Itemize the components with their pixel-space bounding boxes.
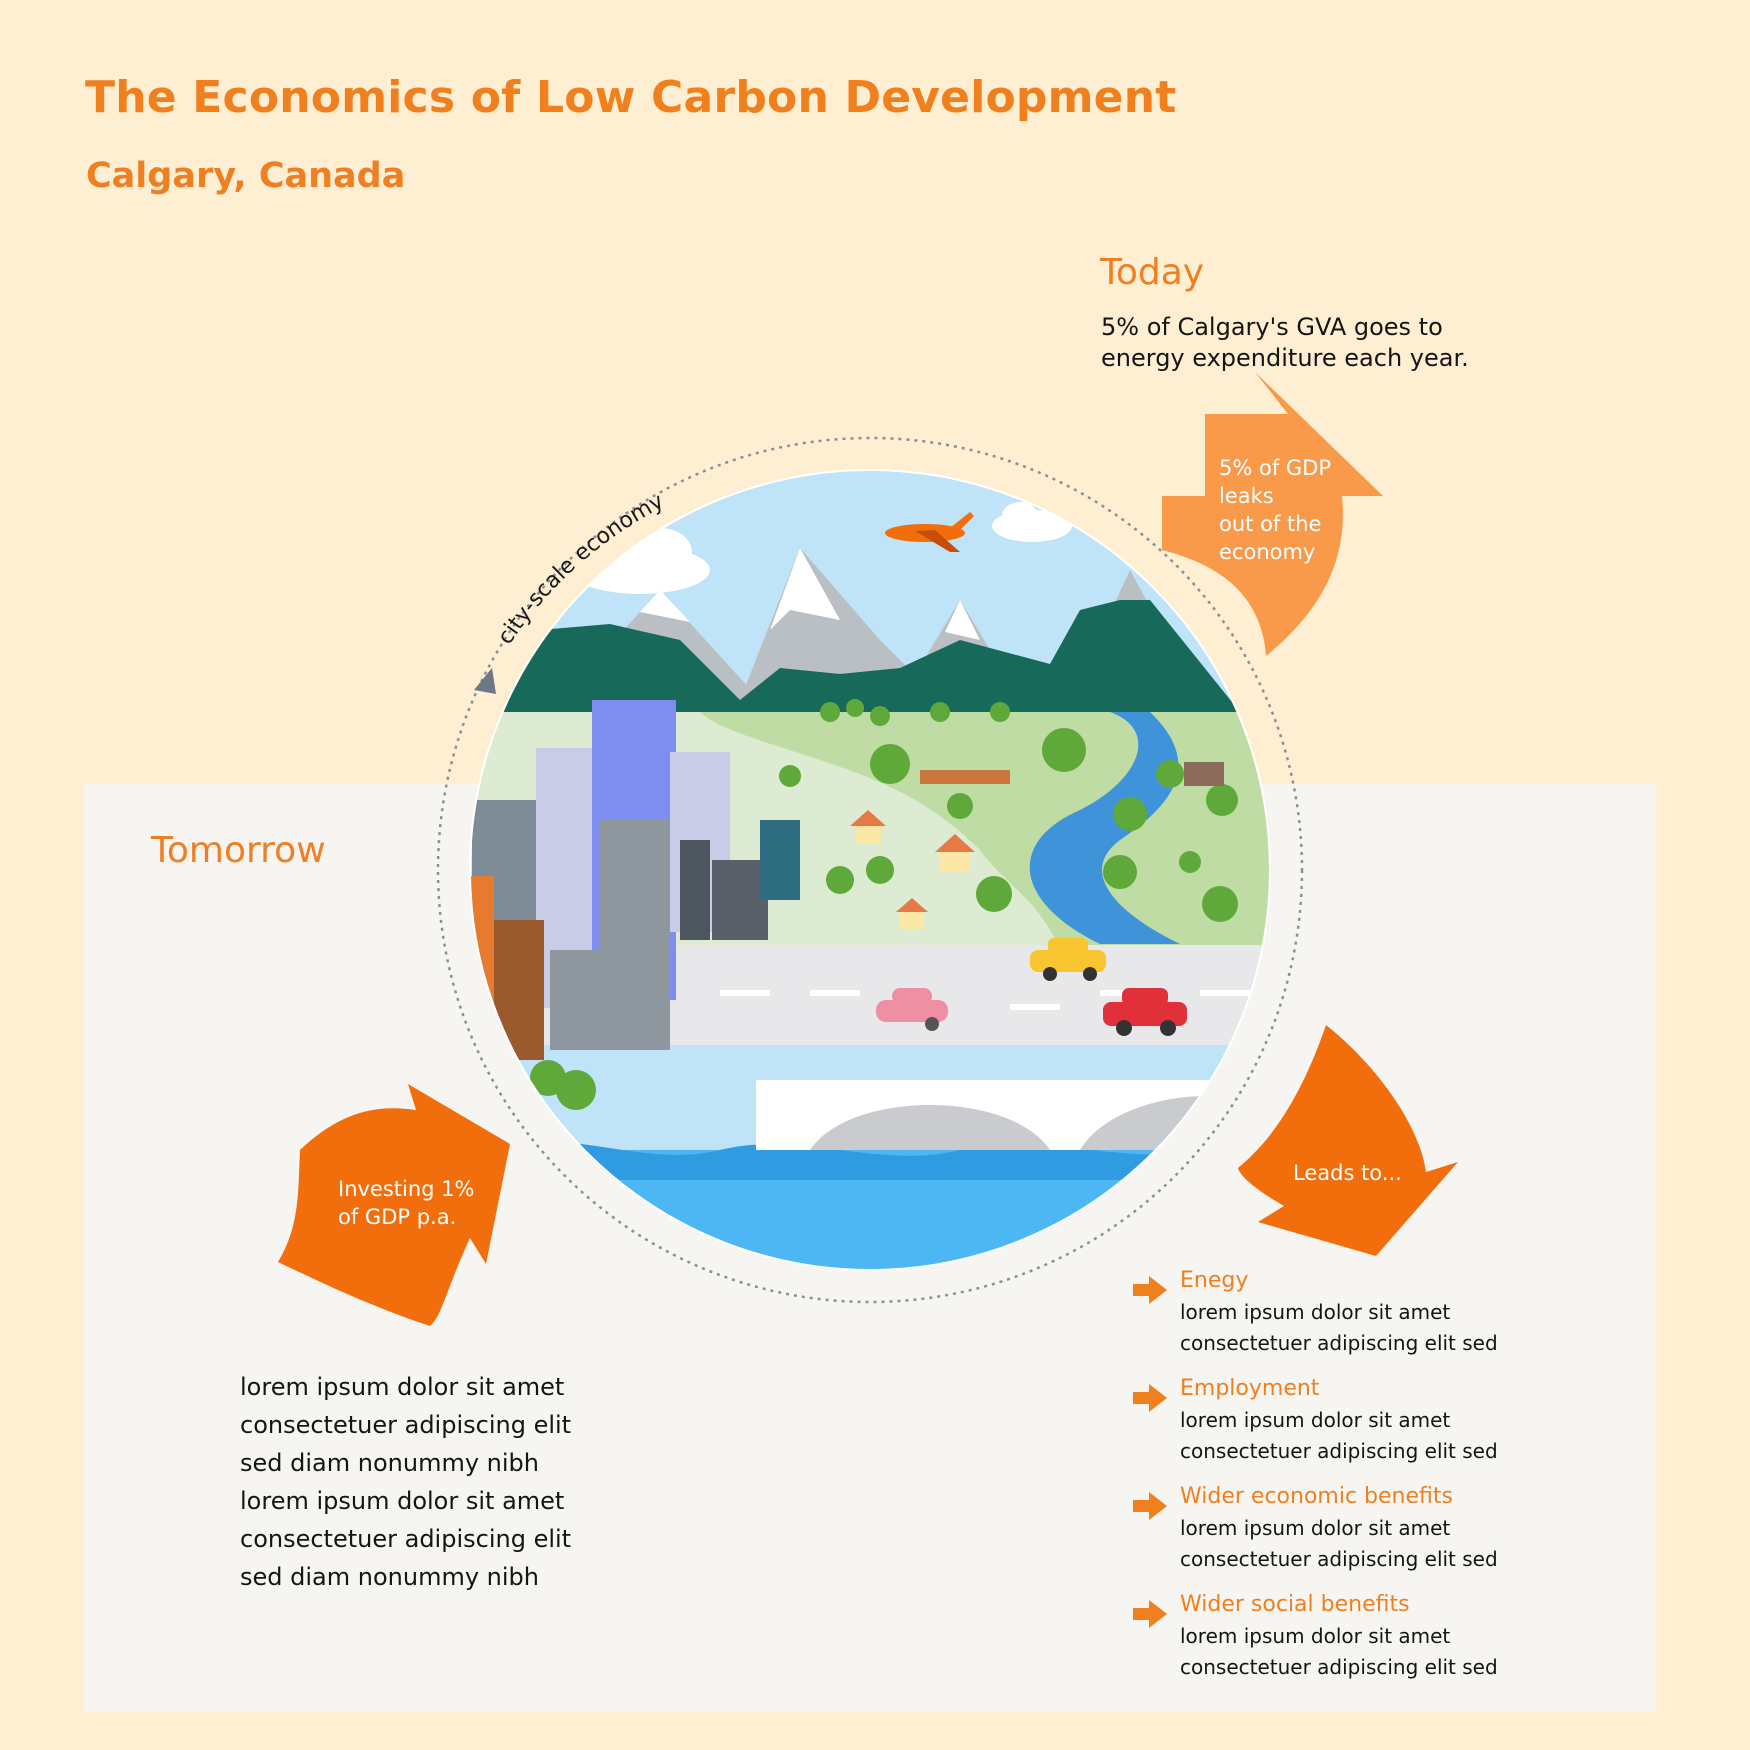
leads-arrow-label: Leads to... [1293, 1161, 1402, 1185]
invest-arrow [278, 1084, 510, 1326]
tomorrow-body: lorem ipsum dolor sit amet consectetuer … [240, 1368, 620, 1596]
body-line: consectetuer adipiscing elit [240, 1525, 572, 1553]
arrow-right-icon [1133, 1384, 1167, 1412]
page-title: The Economics of Low Carbon Development [85, 72, 1177, 123]
car-icon [1030, 938, 1106, 981]
circle-border [469, 469, 1271, 1271]
benefit-text: lorem ipsum dolor sit amet [1180, 1408, 1451, 1432]
body-line: sed diam nonummy nibh [240, 1449, 539, 1477]
benefit-item: Enegy lorem ipsum dolor sit amet consect… [1130, 1268, 1600, 1376]
tomorrow-heading: Tomorrow [151, 830, 326, 871]
benefit-item: Wider economic benefits lorem ipsum dolo… [1130, 1484, 1600, 1592]
body-line: sed diam nonummy nibh [240, 1563, 539, 1591]
buildings [470, 700, 800, 1060]
body-line: consectetuer adipiscing elit [240, 1411, 572, 1439]
leak-label-line: out of the [1219, 512, 1322, 536]
leak-label-line: leaks [1219, 484, 1274, 508]
body-line: lorem ipsum dolor sit amet [240, 1373, 565, 1401]
leak-arrow-label: 5% of GDP leaks out of the economy [1219, 454, 1331, 566]
invest-arrow-label: Investing 1% of GDP p.a. [338, 1175, 475, 1231]
body-line: lorem ipsum dolor sit amet [240, 1487, 565, 1515]
benefit-text: consectetuer adipiscing elit sed [1180, 1547, 1498, 1571]
city-scene [470, 470, 1270, 1270]
benefits-list: Enegy lorem ipsum dolor sit amet consect… [1130, 1268, 1600, 1700]
benefit-title: Enegy [1180, 1268, 1249, 1293]
benefit-title: Wider social benefits [1180, 1592, 1410, 1617]
pink-car-icon [876, 988, 948, 1031]
benefit-text: consectetuer adipiscing elit sed [1180, 1439, 1498, 1463]
invest-label-line: Investing 1% [338, 1177, 475, 1201]
benefit-text: lorem ipsum dolor sit amet [1180, 1624, 1451, 1648]
benefit-text: consectetuer adipiscing elit sed [1180, 1331, 1498, 1355]
benefit-text: lorem ipsum dolor sit amet [1180, 1300, 1451, 1324]
arrow-right-icon [1133, 1276, 1167, 1304]
benefit-item: Wider social benefits lorem ipsum dolor … [1130, 1592, 1600, 1700]
benefit-text: lorem ipsum dolor sit amet [1180, 1516, 1451, 1540]
leak-arrow [1162, 372, 1383, 656]
benefit-title: Employment [1180, 1376, 1320, 1401]
airplane-icon [885, 512, 974, 552]
leak-label-line: economy [1219, 540, 1316, 564]
benefit-title: Wider economic benefits [1180, 1484, 1453, 1509]
ring-arrowhead-icon [474, 668, 496, 694]
benefit-item: Employment lorem ipsum dolor sit amet co… [1130, 1376, 1600, 1484]
leak-label-line: 5% of GDP [1219, 456, 1332, 480]
page-subtitle: Calgary, Canada [86, 156, 406, 196]
invest-label-line: of GDP p.a. [338, 1205, 457, 1229]
leads-arrow [1238, 1025, 1458, 1256]
red-car-icon [1103, 988, 1187, 1036]
arrow-right-icon [1133, 1492, 1167, 1520]
today-heading: Today [1100, 252, 1205, 293]
arrow-right-icon [1133, 1600, 1167, 1628]
today-text: 5% of Calgary's GVA goes to energy expen… [1101, 313, 1469, 372]
dotted-ring [436, 436, 1304, 1304]
benefit-text: consectetuer adipiscing elit sed [1180, 1655, 1498, 1679]
